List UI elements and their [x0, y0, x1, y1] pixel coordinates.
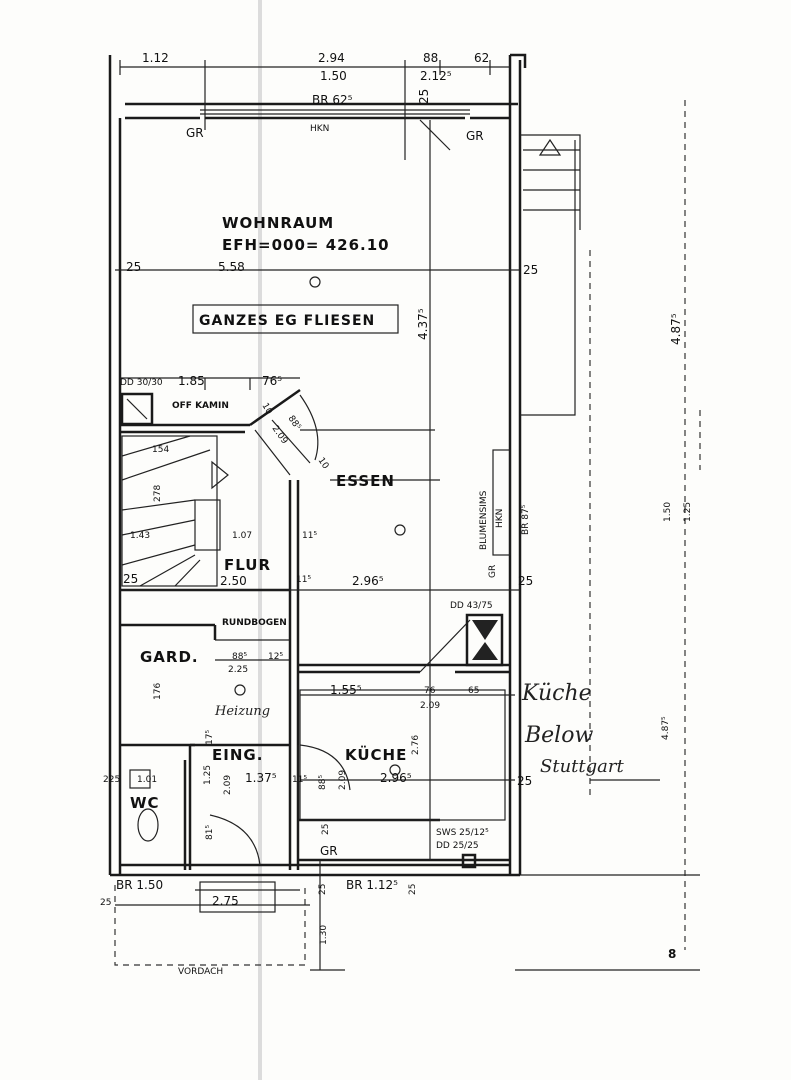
label-heizung: Heizung	[214, 704, 270, 719]
efh-level: EFH=000= 426.10	[222, 236, 390, 254]
dim-label: 17⁵	[205, 730, 215, 745]
room-kueche: KÜCHE	[345, 745, 407, 764]
dim-label: 76	[424, 686, 436, 696]
dim-label: 1.37⁵	[245, 771, 277, 785]
dim-label: 1.30	[319, 925, 329, 945]
room-gard: GARD.	[140, 648, 199, 666]
label-blumensims: BLUMENSIMS	[479, 490, 489, 550]
walls	[108, 53, 701, 971]
dim-label: BR 87⁵	[521, 504, 531, 535]
dim-label: 2.96⁵	[352, 574, 384, 588]
dim-label: 1.55⁵	[330, 683, 362, 697]
dim-label: 278	[153, 485, 163, 502]
dim-label: 4.87⁵	[661, 716, 671, 740]
label-rundbogen: RUNDBOGEN	[222, 618, 287, 628]
dim-label: 176	[153, 683, 163, 700]
room-flur: FLUR	[224, 556, 271, 574]
dim-label: 2.09	[270, 424, 290, 446]
dim-label: 12⁵	[268, 652, 283, 662]
room-essen: ESSEN	[336, 472, 395, 490]
dim-label: 25	[523, 263, 538, 277]
dim-label: 1.50	[320, 69, 347, 83]
dim-label: 1.07	[232, 531, 252, 541]
note-line: Below	[524, 723, 593, 748]
dim-label: 5.58	[218, 260, 245, 274]
dim-label: BR 62⁵	[312, 93, 353, 107]
dim-label: SWS 25/12⁵	[436, 828, 489, 838]
dim-label: 25	[417, 89, 431, 104]
fliesen-box	[192, 304, 399, 334]
dim-label: 11⁵	[292, 775, 307, 785]
dim-label: VORDACH	[178, 967, 223, 977]
dim-label: 2.09	[338, 770, 348, 790]
dim-label: 2.94	[318, 51, 345, 65]
room-wohnraum: WOHNRAUM	[222, 214, 334, 232]
dim-label: 1.12	[142, 51, 169, 65]
dim-label: 11⁵	[302, 531, 317, 541]
room-wc: WC	[130, 794, 160, 812]
dim-label: GR	[466, 129, 484, 143]
label-kamin: OFF KAMIN	[172, 401, 229, 411]
page-number: 8	[668, 947, 676, 961]
dim-label: 4.87⁵	[669, 313, 683, 345]
dim-label: DD 43/75	[450, 601, 493, 611]
dim-label: GR	[488, 565, 498, 578]
dim-label: DD 30/30	[120, 378, 163, 388]
dim-label: GR	[186, 126, 204, 140]
dim-label: 25	[518, 574, 533, 588]
dim-label: BR 1.50	[116, 878, 163, 892]
room-labels: WOHNRAUM EFH=000= 426.10 GANZES EG FLIES…	[130, 214, 489, 812]
dim-label: 4.37⁵	[416, 308, 430, 340]
dim-label: 2.25	[228, 665, 248, 675]
dimension-labels: 1.12 2.94 88 62 1.50 2.12⁵ BR 62⁵ 25 GR …	[100, 51, 693, 977]
dim-label: 1.50	[663, 502, 673, 522]
dim-label: BR 1.12⁵	[346, 878, 398, 892]
note-fliesen: GANZES EG FLIESEN	[199, 313, 375, 329]
note-line: Küche	[521, 681, 592, 706]
dim-label: 1.43	[130, 531, 150, 541]
dim-label: 25	[126, 260, 141, 274]
dim-label: 2.76	[411, 735, 421, 755]
dim-label: 2.12⁵	[420, 69, 452, 83]
dim-label: 81⁵	[205, 825, 215, 840]
dim-label: 76⁵	[262, 374, 282, 388]
dim-label: 1.25	[683, 502, 693, 522]
dim-label: 10	[316, 456, 331, 471]
dim-label: DD 25/25	[436, 841, 479, 851]
dim-label: 25	[100, 898, 111, 908]
dim-label: 88⁵	[232, 652, 247, 662]
dim-label: 2.50	[220, 574, 247, 588]
dim-label: 25	[321, 824, 331, 835]
dim-label: 11⁵	[296, 575, 311, 585]
dim-label: 1.85	[178, 374, 205, 388]
dim-label: 2.09	[420, 701, 440, 711]
dim-label: 25	[517, 774, 532, 788]
handwritten-note: Küche Below Stuttgart	[521, 681, 624, 777]
dim-label: HKN	[495, 509, 505, 528]
room-eing: EING.	[212, 746, 263, 764]
dim-label: 1.01	[137, 775, 157, 785]
dim-label: 25	[408, 884, 418, 895]
dim-label: 2.96⁵	[380, 771, 412, 785]
dim-label: 154	[152, 445, 169, 455]
dim-label: 25	[123, 572, 138, 586]
scan-line	[258, 0, 262, 1080]
dim-label: 62	[474, 51, 489, 65]
dim-label: 1.25	[203, 765, 213, 785]
dim-label: 88	[423, 51, 438, 65]
dim-label: 25	[318, 884, 328, 895]
dim-label: 2.09	[223, 775, 233, 795]
dim-label: 88⁵	[318, 775, 328, 790]
dim-label: 225	[103, 775, 120, 785]
dim-label: 65	[468, 686, 479, 696]
dim-label: HKN	[310, 124, 329, 134]
dim-label: 2.75	[212, 894, 239, 908]
note-line: Stuttgart	[540, 756, 624, 777]
dim-label: GR	[320, 844, 338, 858]
